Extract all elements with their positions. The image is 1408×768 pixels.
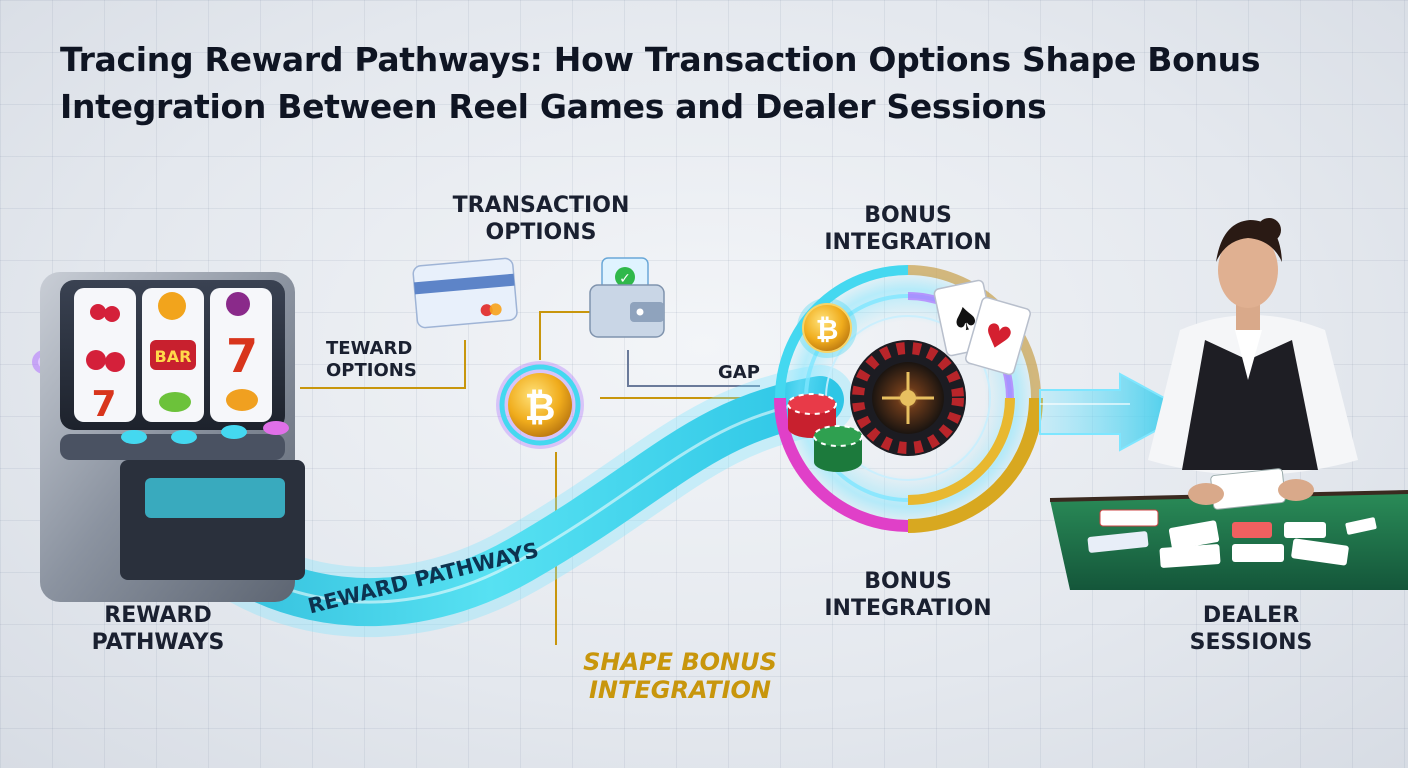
wallet-icon: ✓ (589, 257, 665, 338)
cherry-icon (86, 350, 106, 370)
label-teward-options: TEWARD OPTIONS (326, 338, 417, 381)
label-reward-pathways: REWARD PATHWAYS (91, 603, 225, 655)
flow-arrow (1039, 372, 1193, 452)
seven-symbol: 7 (226, 329, 258, 383)
bitcoin-coin-icon: ₿ (797, 298, 857, 358)
bitcoin-symbol: ₿ (525, 385, 556, 429)
slot-reel-1 (74, 288, 136, 422)
label-bonus-integration-top: BONUS INTEGRATION (824, 203, 992, 255)
plum-icon (226, 292, 250, 316)
poker-chips-icon (787, 393, 863, 472)
page-title: Tracing Reward Pathways: How Transaction… (60, 40, 1261, 126)
slot-button (221, 425, 247, 439)
label-transaction-options: TRANSACTION OPTIONS (452, 193, 630, 245)
dealer-figure (1148, 218, 1358, 510)
credit-card-icon (412, 257, 518, 329)
seven-symbol: 7 (91, 384, 116, 425)
connector-wallet-to-gap (627, 350, 760, 387)
orange-icon (158, 292, 186, 320)
label-gap: GAP (718, 362, 760, 383)
lemon-icon (159, 392, 191, 412)
dealer-face (1218, 232, 1278, 308)
label-dealer-sessions: DEALER SESSIONS (1189, 603, 1313, 655)
connector-coin-to-wallet (539, 311, 590, 360)
bar-symbol: BAR (155, 347, 192, 366)
cherry-icon (90, 304, 106, 320)
bitcoin-coin-icon: ₿ (496, 361, 584, 449)
orange-icon (226, 389, 258, 411)
slot-button (263, 421, 289, 435)
bar-symbol-bg (150, 340, 196, 370)
slot-machine: 7 BAR 7 (32, 272, 305, 602)
check-icon: ✓ (619, 271, 631, 287)
playing-cards-icon: ♠ ♥ (933, 279, 1031, 376)
slot-button (171, 430, 197, 444)
bitcoin-symbol: ₿ (816, 313, 839, 346)
slot-button (121, 430, 147, 444)
connector-teward-to-card (300, 340, 466, 389)
slot-reel-3 (210, 288, 272, 422)
label-bonus-integration-bottom: BONUS INTEGRATION (824, 569, 992, 621)
dealer-table (1049, 490, 1408, 590)
label-shape-bonus-integration: SHAPE BONUS INTEGRATION (583, 648, 777, 704)
